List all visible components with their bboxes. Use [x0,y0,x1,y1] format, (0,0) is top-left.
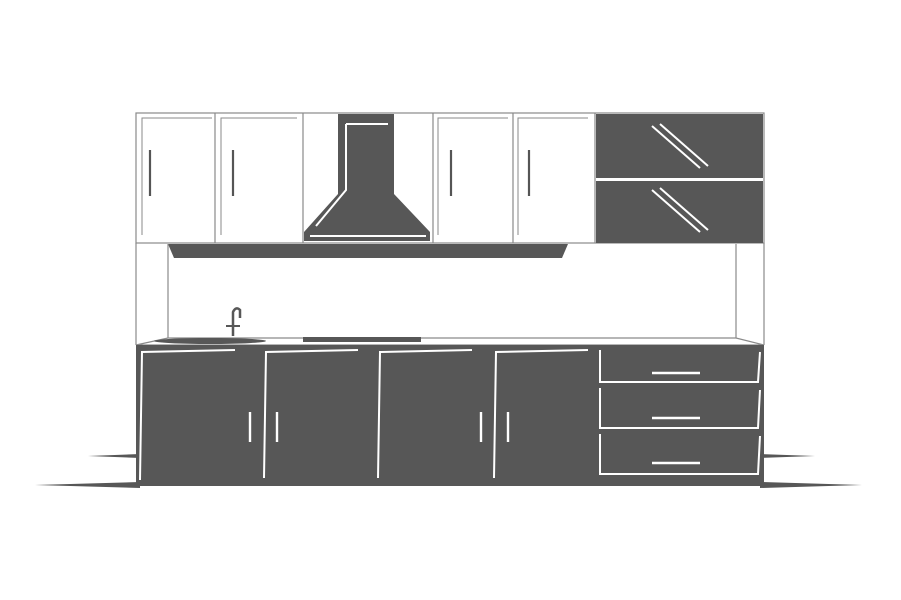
lower-cabinet-body [136,345,764,486]
drawer-1 [599,350,761,383]
sink [154,338,266,344]
drawer-3 [599,434,761,475]
floor-shadow [35,454,862,488]
backsplash-walls [135,243,765,345]
upper-cabinet-door-1 [141,117,212,235]
upper-cabinet-dividers [214,113,596,243]
lower-cabinet-door-1 [139,349,236,481]
range-hood [304,114,430,241]
glass-cabinet-bottom [596,181,763,243]
upper-cabinet-door-2 [220,117,297,235]
lower-cabinet-door-4 [479,349,589,479]
cooktop [303,337,421,342]
glass-cabinet-top [596,114,763,178]
lower-cabinet-door-2 [248,349,359,479]
faucet-icon [226,307,242,336]
lower-cabinet-door-3 [377,349,473,479]
under-cabinet-light [168,244,568,258]
upper-cabinet-door-4 [517,117,588,235]
drawer-2 [599,388,761,429]
upper-cabinet-door-3 [437,117,508,235]
